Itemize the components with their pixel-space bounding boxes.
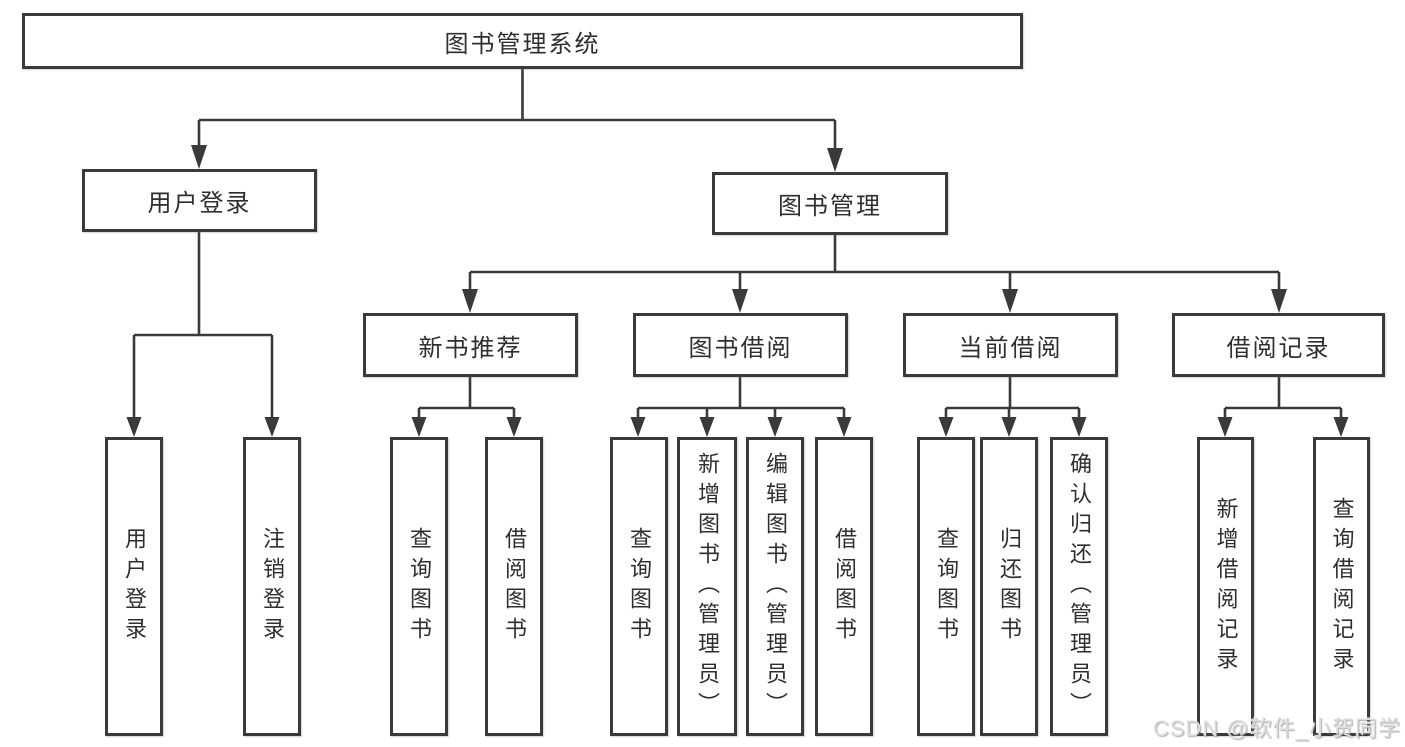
leaf-query-books-recommend: 查询图书 — [390, 437, 448, 736]
leaf-borrow-book-label: 借阅图书 — [832, 526, 857, 647]
node-new-book-recommend: 新书推荐 — [363, 313, 578, 377]
node-user-login: 用户登录 — [82, 169, 317, 232]
node-borrow-records: 借阅记录 — [1172, 313, 1385, 377]
node-borrow-records-label: 借阅记录 — [1226, 334, 1331, 362]
leaf-user-login: 用户登录 — [105, 437, 163, 736]
leaf-add-book-admin-label: 新增图书（管理员） — [695, 451, 720, 722]
leaf-add-book-admin: 新增图书（管理员） — [677, 437, 737, 736]
leaf-query-books-borrow: 查询图书 — [610, 437, 668, 736]
leaf-edit-book-admin-label: 编辑图书（管理员） — [763, 451, 788, 722]
leaf-query-books-recommend-label: 查询图书 — [407, 526, 432, 647]
leaf-add-borrow-record-label: 新增借阅记录 — [1213, 496, 1239, 677]
leaf-borrow-books-recommend: 借阅图书 — [485, 437, 543, 736]
leaf-borrow-book: 借阅图书 — [815, 437, 873, 736]
leaf-logout-label: 注销登录 — [260, 526, 285, 647]
leaf-add-borrow-record: 新增借阅记录 — [1197, 437, 1254, 736]
leaf-query-books-current-label: 查询图书 — [934, 526, 959, 647]
leaf-query-books-borrow-label: 查询图书 — [627, 526, 652, 647]
leaf-query-books-current: 查询图书 — [917, 437, 975, 736]
node-current-borrow-label: 当前借阅 — [958, 334, 1063, 362]
leaf-borrow-books-recommend-label: 借阅图书 — [502, 526, 527, 647]
leaf-query-borrow-record: 查询借阅记录 — [1313, 437, 1370, 736]
leaf-confirm-return-admin: 确认归还（管理员） — [1050, 437, 1108, 736]
leaf-edit-book-admin: 编辑图书（管理员） — [746, 437, 804, 736]
leaf-return-book: 归还图书 — [980, 437, 1038, 736]
node-book-borrow: 图书借阅 — [633, 313, 848, 377]
leaf-query-borrow-record-label: 查询借阅记录 — [1329, 496, 1355, 677]
csdn-watermark: CSDN @软件_小贺同学 — [1152, 716, 1401, 741]
node-book-management: 图书管理 — [712, 172, 948, 235]
node-root-system: 图书管理系统 — [22, 13, 1023, 69]
leaf-confirm-return-admin-label: 确认归还（管理员） — [1067, 451, 1092, 722]
node-current-borrow: 当前借阅 — [903, 313, 1118, 377]
node-user-login-label: 用户登录 — [147, 190, 252, 217]
node-new-book-recommend-label: 新书推荐 — [418, 334, 523, 362]
leaf-return-book-label: 归还图书 — [997, 526, 1022, 647]
leaf-user-login-label: 用户登录 — [122, 526, 147, 647]
node-book-borrow-label: 图书借阅 — [688, 334, 793, 362]
node-root-label: 图书管理系统 — [444, 30, 601, 58]
leaf-logout: 注销登录 — [243, 437, 301, 736]
node-book-management-label: 图书管理 — [778, 193, 882, 220]
